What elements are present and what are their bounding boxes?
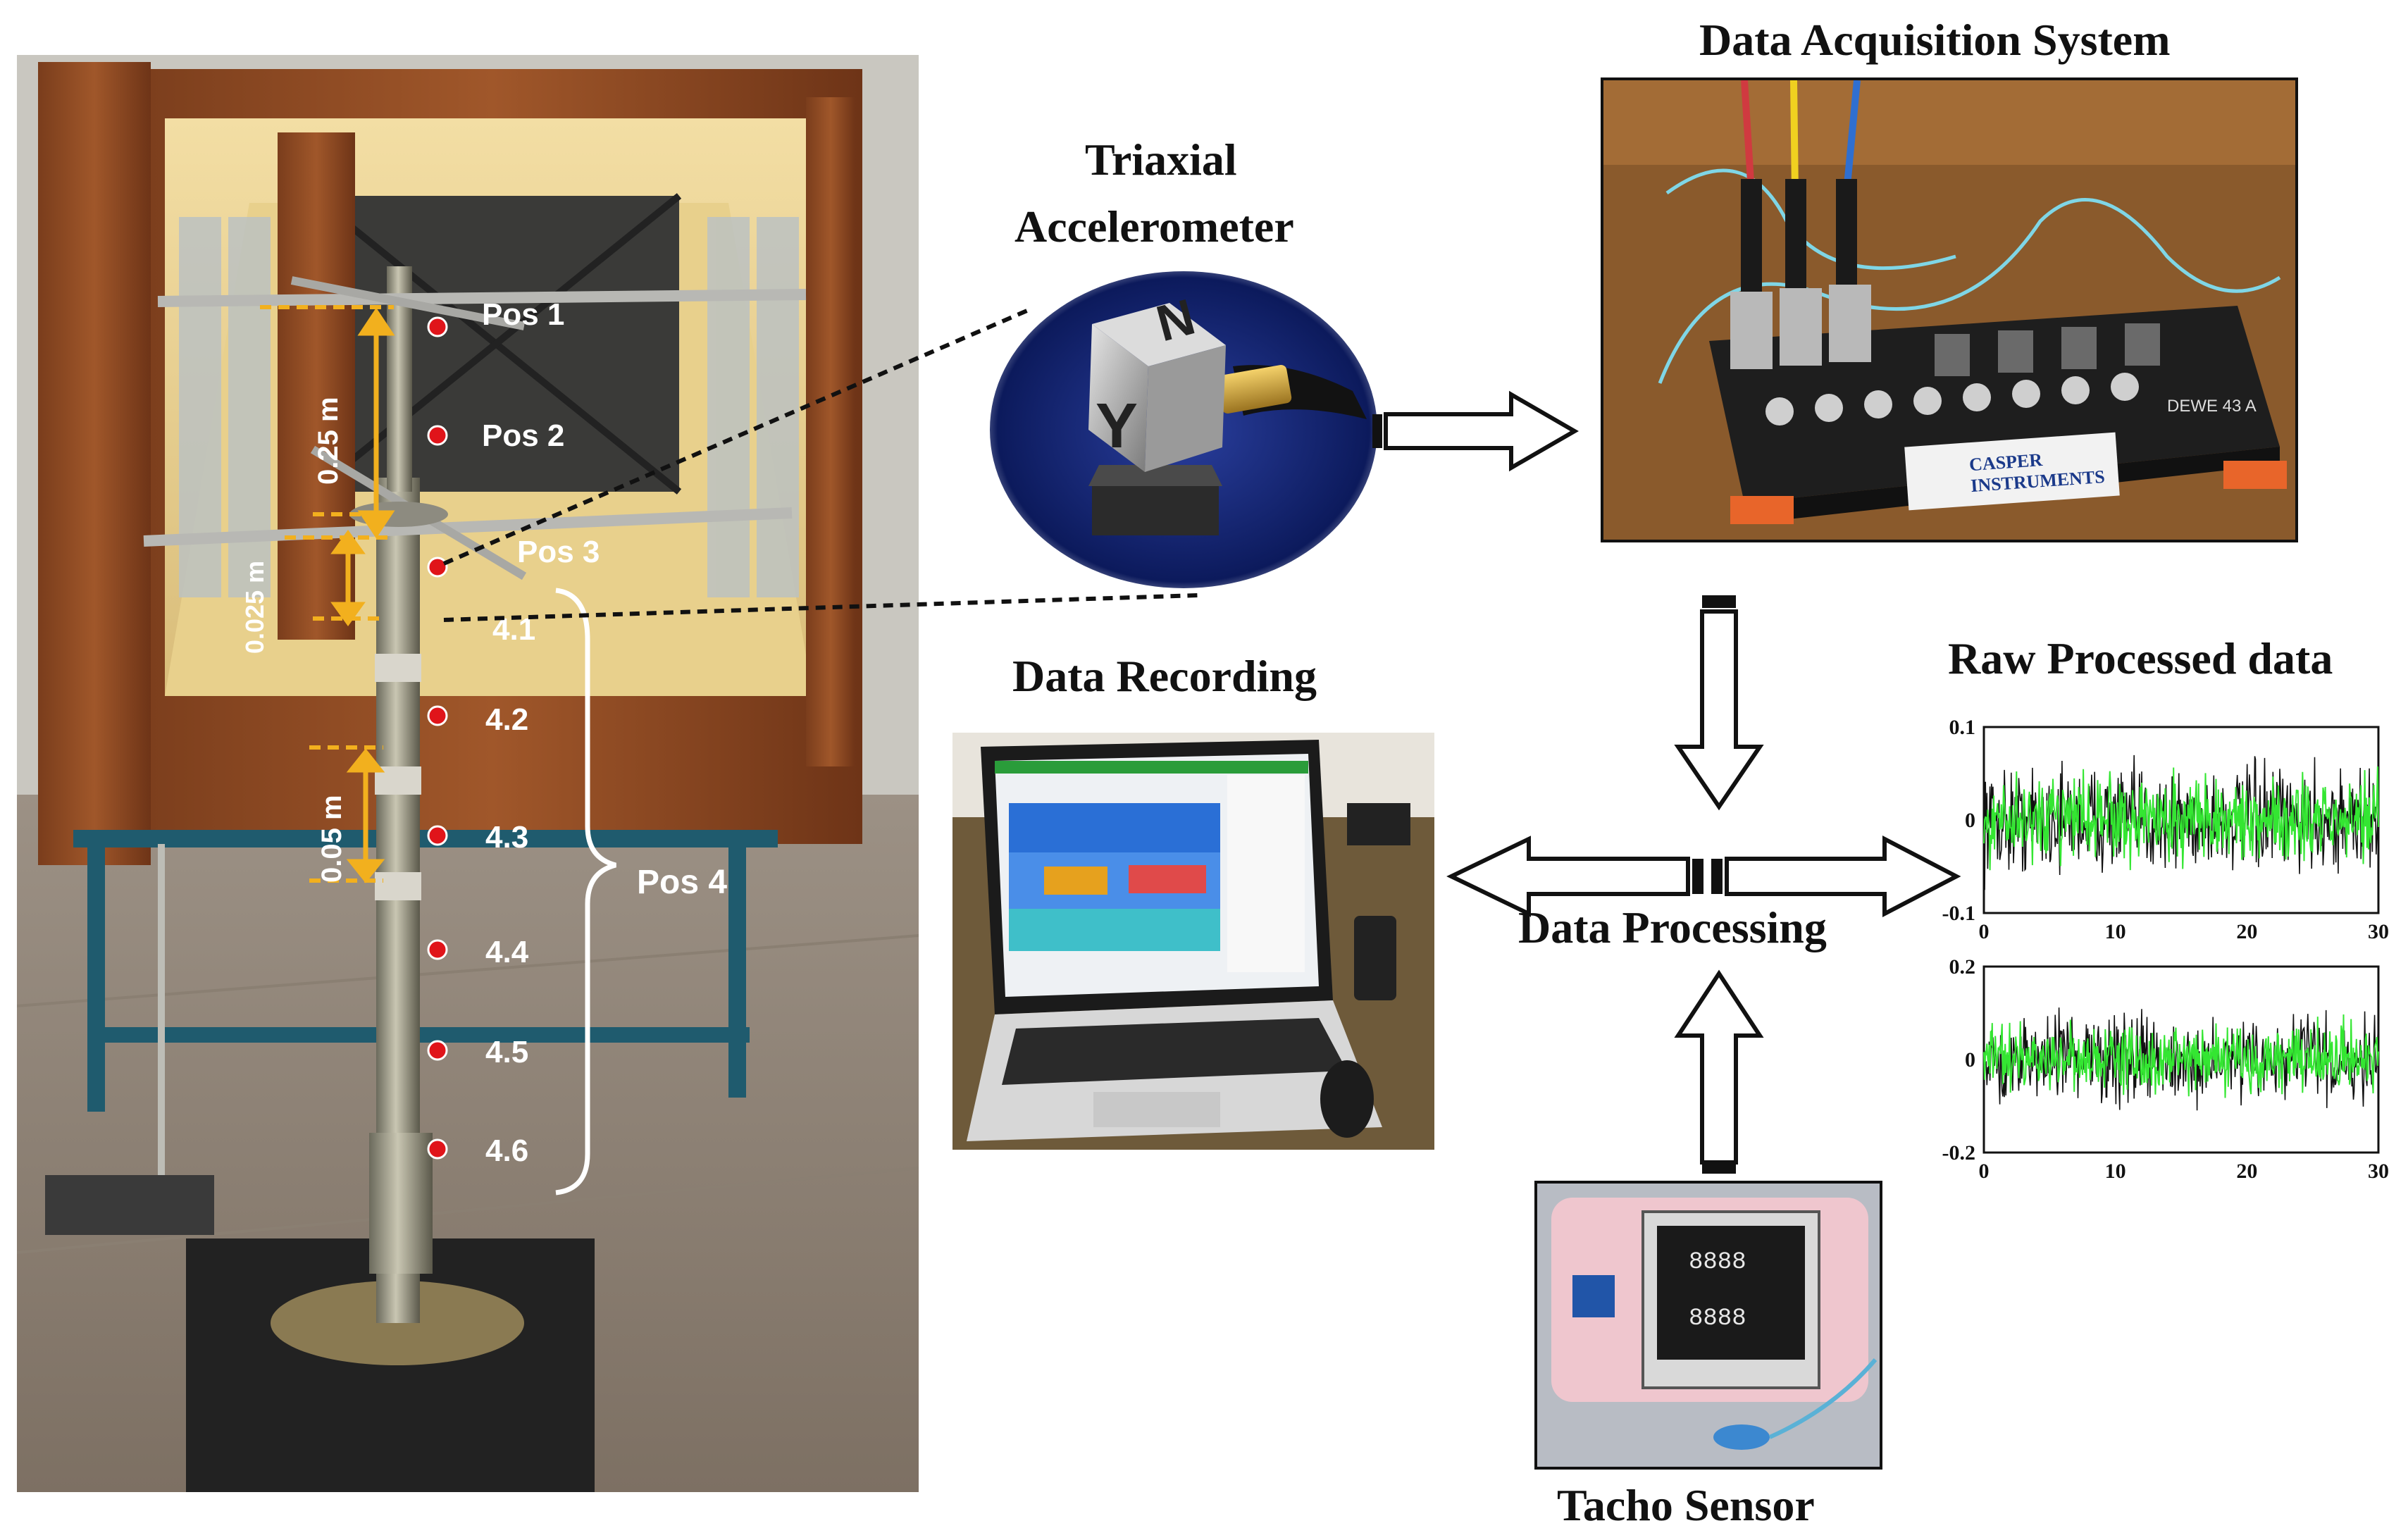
marker-4-5 [427, 1040, 448, 1061]
svg-text:8888: 8888 [1689, 1305, 1746, 1332]
daq-title: Data Acquisition System [1699, 15, 2171, 65]
chart2-x-tick: 20 [2236, 1160, 2257, 1183]
chart2-y-tick: -0.2 [1942, 1141, 1976, 1165]
accel-title-line2: Accelerometer [1014, 201, 1294, 252]
sub-pos-4-3: 4.3 [485, 820, 528, 855]
chart1-x-tick: 10 [2105, 920, 2126, 943]
sub-pos-4-5: 4.5 [485, 1035, 528, 1069]
accel-title-line1: Triaxial [1085, 135, 1237, 185]
chart2-x-tick: 10 [2105, 1160, 2126, 1183]
arrow-daq-down [1674, 595, 1764, 811]
recording-title: Data Recording [1012, 651, 1317, 701]
dim-label-0025: 0.025 m [240, 561, 269, 654]
chart2-series-green [1983, 1014, 2379, 1098]
accelerometer-photo: N Y [986, 268, 1381, 592]
arrow-to-recording [1446, 836, 1703, 917]
dim-label-025: 0.25 m [313, 397, 344, 485]
sub-pos-4-2: 4.2 [485, 702, 528, 737]
rig-photo: 0.25 m 0.025 m 0.05 m Pos 1 Pos 2 Pos 3 … [17, 55, 919, 1492]
daq-model: DEWE 43 A [2167, 397, 2257, 416]
chart1-x-tick: 20 [2236, 920, 2257, 943]
chart2-series-black [1983, 1007, 2379, 1111]
dim-label-005: 0.05 m [316, 795, 347, 883]
arrow-to-raw [1711, 836, 1961, 917]
svg-text:8888: 8888 [1689, 1249, 1746, 1276]
chart2-y-tick: 0.2 [1949, 955, 1976, 979]
pos4-brace [555, 588, 616, 1196]
chart2-y-tick: 0 [1965, 1048, 1975, 1072]
chart1-y-tick: -0.1 [1942, 902, 1976, 925]
chart2-x-tick: 0 [1979, 1160, 1990, 1183]
pos-label-2: Pos 2 [482, 418, 564, 453]
pos-label-1: Pos 1 [482, 297, 564, 332]
chart1-y-tick: 0 [1965, 809, 1975, 832]
marker-4-4 [427, 939, 448, 960]
marker-pos3 [427, 557, 448, 578]
marker-4-3 [427, 825, 448, 846]
tacho-photo: 8888 8888 [1534, 1181, 1882, 1470]
chart1-x-tick: 30 [2368, 920, 2389, 943]
tacho-title: Tacho Sensor [1557, 1480, 1815, 1530]
rig-illustration: 0.25 m 0.025 m 0.05 m Pos 1 Pos 2 Pos 3 … [17, 55, 919, 1492]
chart1-y-tick: 0.1 [1949, 716, 1976, 739]
sub-pos-4-4: 4.4 [485, 935, 529, 969]
laptop-photo [952, 733, 1434, 1150]
marker-4-2 [427, 705, 448, 726]
marker-4-6 [427, 1138, 448, 1160]
chart1-series-green [1983, 766, 2379, 871]
pos4-label: Pos 4 [637, 864, 727, 901]
marker-pos2 [427, 425, 448, 446]
sub-pos-4-6: 4.6 [485, 1134, 528, 1168]
arrow-to-daq [1372, 390, 1579, 472]
daq-photo: CASPER INSTRUMENTS DEWE 43 A [1601, 77, 2298, 542]
processing-title: Data Processing [1518, 902, 1827, 952]
arrow-tacho-up [1674, 969, 1764, 1174]
chart2-x-tick: 30 [2368, 1160, 2389, 1183]
pos-label-3: Pos 3 [517, 535, 600, 569]
marker-pos1 [427, 316, 448, 337]
cube-face-y: Y [1096, 391, 1138, 461]
raw-title: Raw Processed data [1948, 633, 2333, 683]
chart1-x-tick: 0 [1979, 920, 1990, 943]
